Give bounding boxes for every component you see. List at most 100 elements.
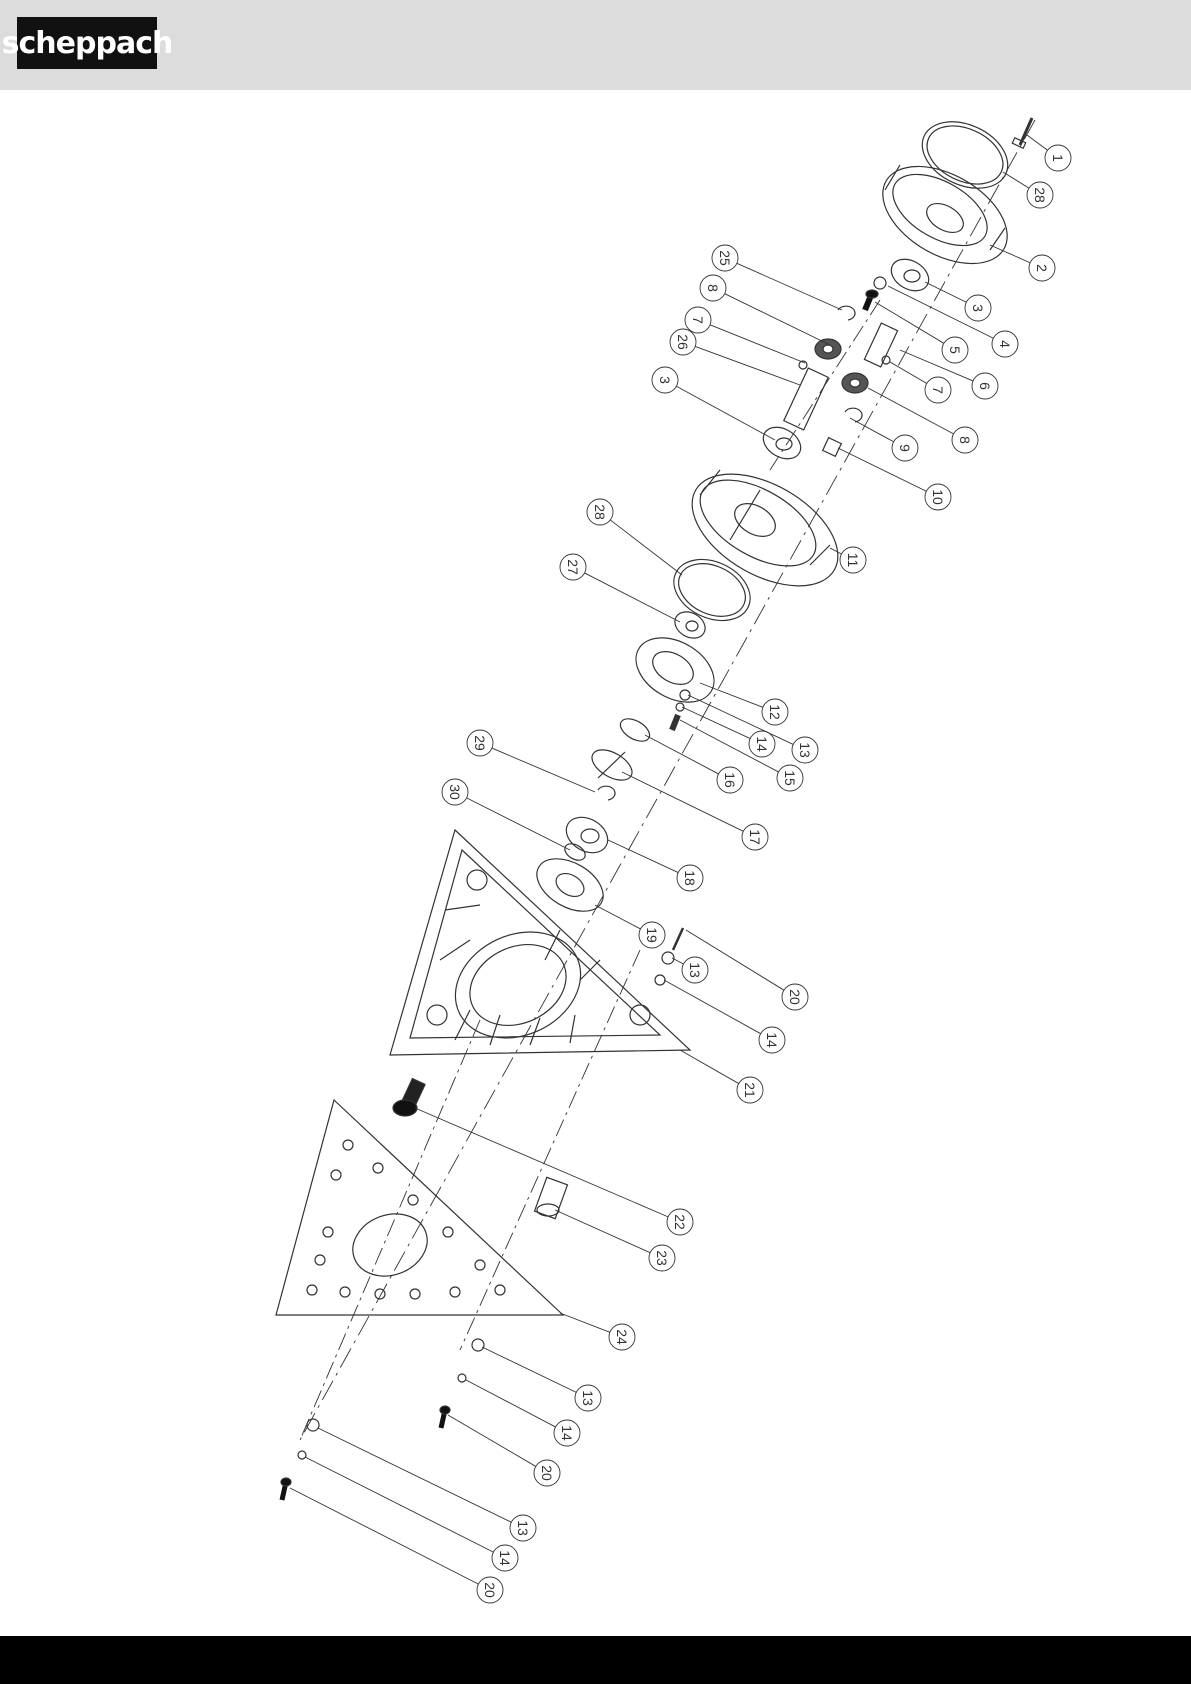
- bearing-18: [560, 810, 614, 860]
- part-28b-leader-line: [610, 520, 682, 575]
- part-13b-callout-label: 13: [687, 962, 703, 978]
- spacer-23: [535, 1177, 568, 1218]
- part-16-callout-label: 16: [722, 772, 738, 788]
- gear-8: [842, 373, 868, 393]
- disc-16: [617, 714, 654, 746]
- screw-15-icon: [672, 715, 678, 730]
- part-20b-leader-line: [448, 1415, 536, 1466]
- part-23-leader-line: [555, 1210, 650, 1253]
- part-27-callout-label: 27: [565, 559, 581, 575]
- part-25-leader-line: [737, 263, 842, 310]
- part-9-callout-label: 9: [897, 444, 913, 452]
- part-20a-callout-label: 20: [787, 989, 803, 1005]
- shaft-26: [784, 368, 828, 430]
- part-11-callout-label: 11: [845, 553, 861, 568]
- part-7b-callout-label: 7: [690, 316, 706, 324]
- part-20c-leader-line: [290, 1488, 478, 1584]
- bearing-3-top: [886, 253, 935, 297]
- screw-5-icon: [865, 290, 878, 310]
- part-6-leader-line: [900, 350, 973, 381]
- part-3a-leader-line: [925, 282, 966, 302]
- part-13d-callout-label: 13: [515, 1520, 531, 1536]
- part-21-leader-line: [680, 1050, 739, 1084]
- part-24-leader-line: [560, 1313, 610, 1332]
- part-19-leader-line: [595, 905, 640, 929]
- part-28a-leader-line: [1003, 172, 1029, 188]
- part-18-callout-label: 18: [682, 870, 698, 886]
- part-7a-callout-label: 7: [930, 386, 946, 394]
- part-20b-callout-label: 20: [539, 1465, 555, 1481]
- pin-7: [882, 356, 890, 364]
- part-14a-callout-label: 14: [754, 736, 770, 752]
- part-3a-callout-label: 3: [970, 304, 986, 312]
- part-9-leader-line: [850, 418, 894, 442]
- part-14b-leader-line: [664, 980, 761, 1034]
- part-14a-leader-line: [682, 707, 750, 739]
- page-footer: [0, 1636, 1191, 1684]
- part-22-callout-label: 22: [672, 1214, 688, 1230]
- washer-13-lower: [472, 1339, 484, 1351]
- bushing-10: [823, 438, 842, 457]
- part-21-callout-label: 21: [742, 1082, 758, 1098]
- part-17-callout-label: 17: [747, 829, 763, 845]
- part-23-callout-label: 23: [654, 1250, 670, 1266]
- clip-25: [838, 306, 855, 320]
- part-20c-callout-label: 20: [482, 1582, 498, 1598]
- part-5-callout-label: 5: [947, 346, 963, 354]
- part-28a-callout-label: 28: [1032, 187, 1048, 203]
- brand-logo: scheppach: [17, 17, 157, 69]
- part-2-leader-line: [990, 245, 1030, 263]
- exploded-view-svg: 1282345678910112587263282712131415161729…: [0, 90, 1191, 1636]
- part-27-leader-line: [585, 573, 680, 622]
- part-26-callout-label: 26: [675, 334, 691, 350]
- gasket-ring-lower: [664, 548, 760, 633]
- part-13c-callout-label: 13: [580, 1390, 596, 1406]
- page-header: scheppach: [0, 0, 1191, 90]
- part-29-leader-line: [492, 748, 595, 792]
- part-1-callout-label: 1: [1050, 154, 1066, 162]
- part-24-callout-label: 24: [614, 1329, 630, 1345]
- part-4-leader-line: [888, 286, 993, 338]
- part-28b-callout-label: 28: [592, 504, 608, 520]
- seal-17-edge: [598, 752, 625, 778]
- part-30-leader-line: [467, 798, 570, 850]
- part-19-callout-label: 19: [644, 927, 660, 943]
- part-3b-callout-label: 3: [657, 376, 673, 384]
- part-22-leader-line: [415, 1108, 668, 1217]
- part-14d-leader-line: [305, 1457, 493, 1552]
- axis-line-main: [300, 120, 1035, 1440]
- washer-4: [874, 277, 886, 289]
- part-29-callout-label: 29: [472, 735, 488, 751]
- part-3b-leader-line: [676, 386, 775, 440]
- part-25-callout-label: 25: [717, 250, 733, 266]
- triangular-base-21: [390, 830, 690, 1058]
- part-13a-callout-label: 13: [797, 742, 813, 758]
- part-8a-leader-line: [868, 388, 954, 434]
- part-10-leader-line: [838, 448, 926, 491]
- part-14b-callout-label: 14: [764, 1032, 780, 1048]
- gear-housing-11: [673, 451, 857, 609]
- washer-14-upper: [655, 975, 665, 985]
- shaft-6: [864, 323, 897, 367]
- part-20a-leader-line: [686, 930, 784, 990]
- screw-20-lower-icon: [440, 1406, 450, 1428]
- part-16-leader-line: [645, 735, 719, 774]
- screw-1-icon: [1012, 118, 1032, 148]
- sanding-pad-24: [276, 1100, 563, 1315]
- eccentric-flange-19: [528, 848, 612, 922]
- part-10-callout-label: 10: [930, 489, 946, 505]
- clip-29: [598, 786, 615, 800]
- part-30-callout-label: 30: [447, 784, 463, 800]
- part-14c-leader-line: [466, 1380, 555, 1427]
- screw-20-upper: [673, 928, 683, 950]
- washer-14-bottom: [298, 1451, 306, 1459]
- gear-cover-2: [866, 146, 1024, 283]
- part-14c-callout-label: 14: [559, 1425, 575, 1441]
- part-8a-callout-label: 8: [957, 436, 973, 444]
- part-4-callout-label: 4: [997, 340, 1013, 348]
- part-26-leader-line: [695, 346, 800, 385]
- part-1-leader-line: [1027, 135, 1048, 150]
- part-11-leader-line: [830, 548, 841, 554]
- part-14d-callout-label: 14: [497, 1550, 513, 1566]
